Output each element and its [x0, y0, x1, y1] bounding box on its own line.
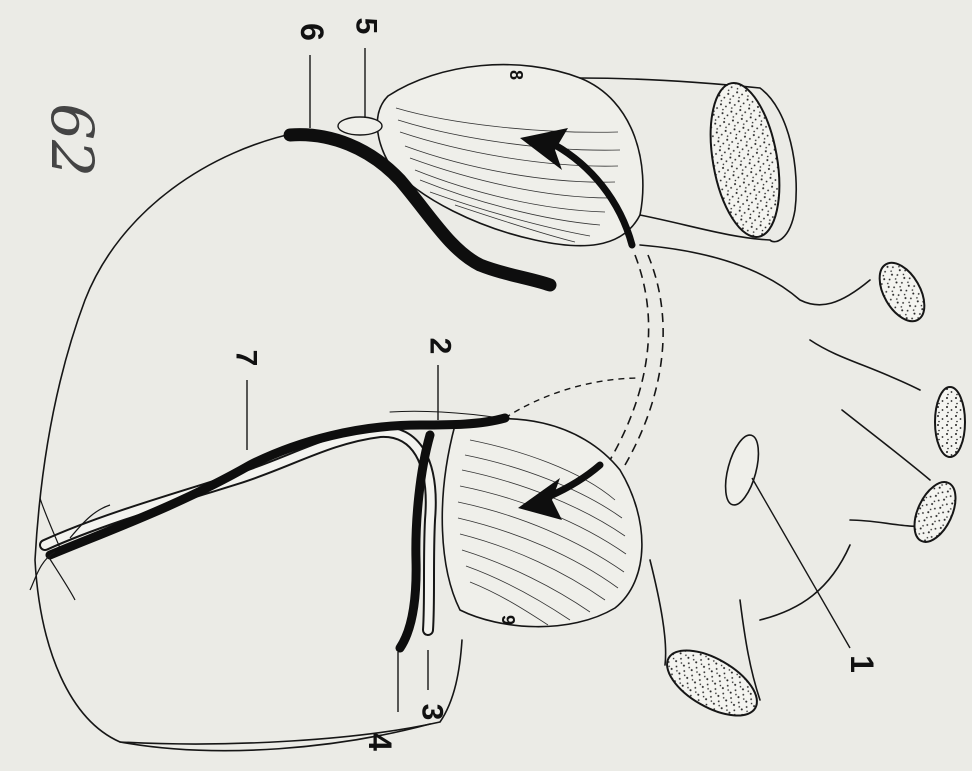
label-2: 2: [424, 338, 457, 355]
label-group-2: 2: [424, 338, 457, 355]
valve-opening: [719, 432, 765, 509]
label-group-1: 1: [844, 655, 880, 673]
atrium-9: [442, 419, 642, 627]
branch-vessel-2: [935, 387, 965, 457]
sulcus-line: [390, 411, 500, 418]
label-3: 3: [416, 704, 449, 721]
ventricle-outline: [35, 132, 430, 751]
label-group-4: 4: [362, 733, 398, 751]
label-5: 5: [350, 18, 383, 35]
branch-vessel-3: [906, 476, 964, 548]
label-1: 1: [844, 655, 880, 673]
label-group-6: 6: [294, 23, 330, 41]
label-4: 4: [362, 733, 398, 751]
label-7: 7: [230, 350, 263, 367]
page-number: 62: [38, 103, 106, 177]
label-group-7: 7: [230, 350, 263, 367]
label-9: 9: [498, 615, 518, 625]
label-group-5: 5: [350, 18, 383, 35]
ventricle-inferior-border: [120, 640, 462, 744]
label-group-3: 3: [416, 704, 449, 721]
vessel-ostium: [338, 117, 382, 135]
label-6: 6: [294, 23, 330, 41]
atrium-8: [377, 65, 643, 246]
label-group-8: 8: [506, 70, 526, 80]
dashed-path-a: [610, 255, 649, 460]
pulmonary-vessel-lumen: [657, 637, 768, 729]
leader-1: [752, 478, 850, 648]
branch-vessel-1: [870, 255, 933, 328]
lower-dark-vessel: [50, 418, 505, 555]
dashed-path-c: [505, 378, 640, 418]
label-8: 8: [506, 70, 526, 80]
great-vessel-lumen: [700, 78, 790, 243]
page-number-mark: 62: [38, 103, 106, 177]
label-group-9: 9: [498, 615, 518, 625]
